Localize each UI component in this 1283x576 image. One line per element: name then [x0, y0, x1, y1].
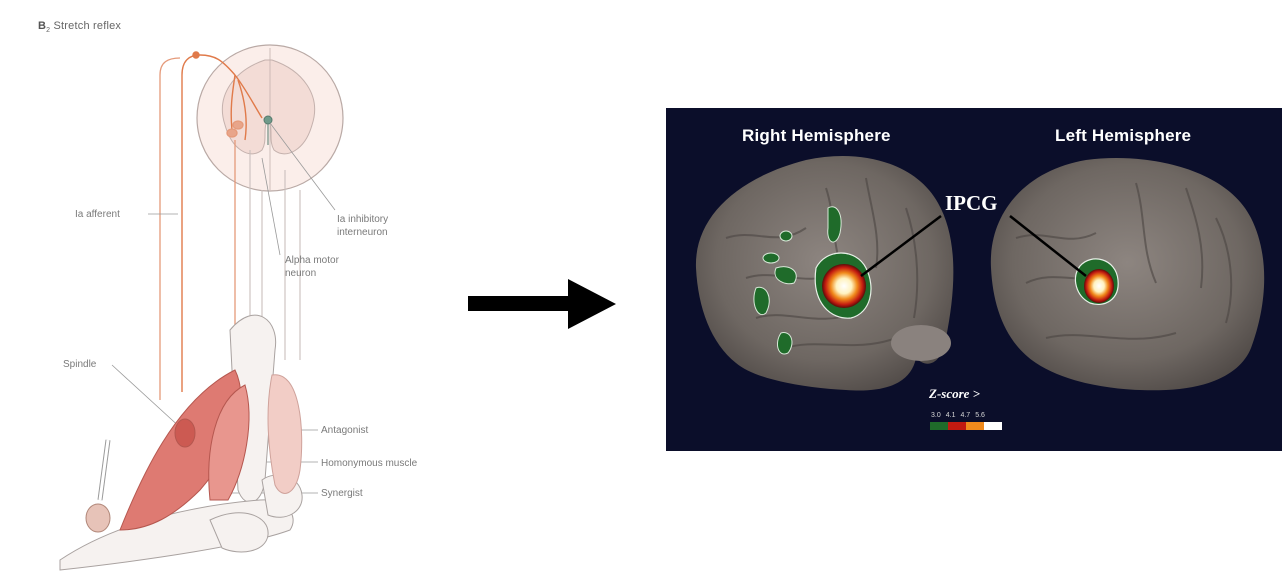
zscore-swatch — [984, 422, 1002, 430]
zscore-swatch — [966, 422, 984, 430]
antagonist-muscle — [268, 375, 302, 494]
label-ia-inhibitory-2: interneuron — [337, 227, 388, 238]
zscore-tick: 4.7 — [960, 412, 970, 419]
zscore-ticks: 3.0 4.1 4.7 5.6 — [931, 412, 985, 419]
zscore-swatch — [930, 422, 948, 430]
zscore-label: Z-score > — [929, 386, 980, 402]
label-alpha-motor-2: neuron — [285, 268, 316, 279]
zscore-tick: 4.1 — [946, 412, 956, 419]
right-arrow-icon — [468, 277, 618, 333]
left-hemisphere-brain — [991, 158, 1264, 390]
label-ia-afferent: Ia afferent — [75, 209, 120, 220]
zscore-swatch — [948, 422, 966, 430]
label-homonymous: Homonymous muscle — [321, 458, 418, 469]
reflex-hammer — [86, 440, 110, 532]
ipcg-label: IPCG — [945, 191, 998, 216]
zscore-tick: 3.0 — [931, 412, 941, 419]
label-antagonist: Antagonist — [321, 425, 368, 436]
stretch-reflex-diagram: Ia afferent Ia inhibitory interneuron Al… — [0, 0, 470, 576]
left-hemisphere-title: Left Hemisphere — [1055, 126, 1191, 146]
label-alpha-motor-1: Alpha motor — [285, 255, 340, 266]
right-hemisphere-title: Right Hemisphere — [742, 126, 891, 146]
label-ia-inhibitory-1: Ia inhibitory — [337, 214, 388, 225]
brain-activation-image: Right Hemisphere Left Hemisphere IPCG Z-… — [666, 108, 1282, 451]
zscore-tick: 5.6 — [975, 412, 985, 419]
label-spindle: Spindle — [63, 359, 97, 370]
zscore-colorbar — [930, 422, 1002, 430]
label-synergist: Synergist — [321, 488, 363, 499]
